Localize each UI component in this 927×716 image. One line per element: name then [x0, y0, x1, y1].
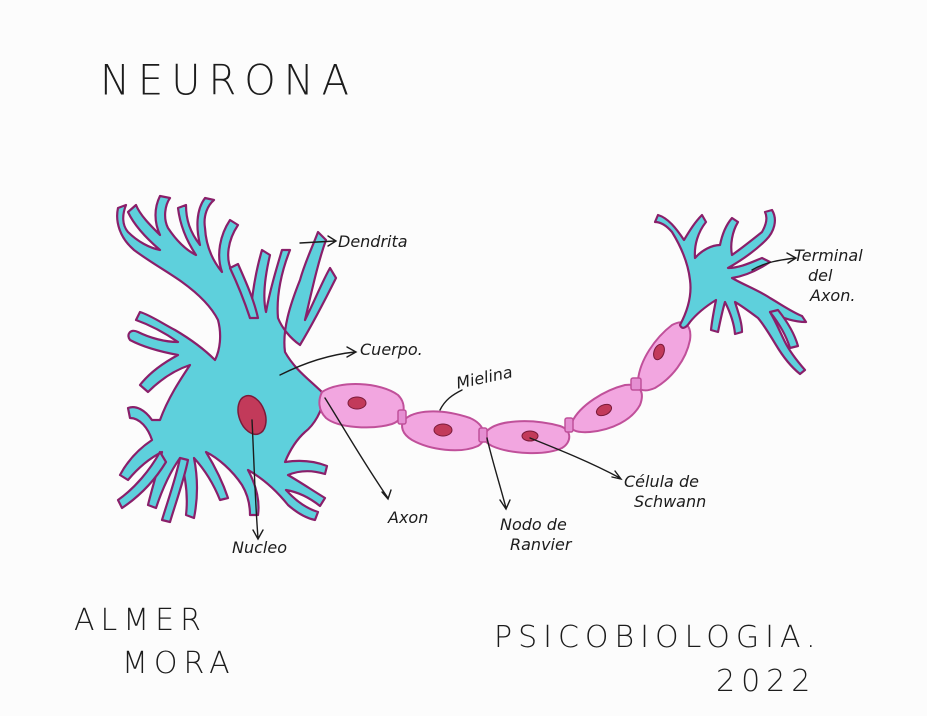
nodes-of-ranvier [397, 377, 642, 443]
label-terminal-line2: del [808, 266, 833, 285]
arrow-dendrita [299, 235, 338, 247]
diagram-title: NEURONA [100, 56, 358, 106]
label-schwann-line1: Célula de [624, 472, 699, 491]
soma-and-dendrites [116, 194, 338, 524]
label-nodo-line2: Ranvier [510, 535, 572, 554]
author-last-name: MORA [122, 646, 236, 681]
label-axon: Axon [388, 508, 429, 527]
arrow-ranvier [486, 437, 511, 511]
label-celula-de-schwann: Célula de Schwann [624, 472, 706, 512]
arrow-mielina [439, 389, 463, 411]
label-nodo-line1: Nodo de [500, 515, 567, 534]
label-dendrita: Dendrita [338, 232, 408, 251]
arrow-nucleo [251, 419, 264, 541]
schwann-cell-5 [636, 321, 692, 392]
author-first-name: ALMER [74, 603, 207, 638]
course-subject: PSICOBIOLOGIA. [494, 620, 822, 655]
label-terminal-del-axon: Terminal del Axon. [794, 246, 874, 306]
arrow-terminal [751, 252, 798, 271]
label-cuerpo: Cuerpo. [360, 340, 423, 359]
arrow-cuerpo [279, 346, 358, 376]
label-nodo-de-ranvier: Nodo de Ranvier [500, 515, 571, 555]
label-arrows [251, 235, 798, 541]
label-terminal-line3: Axon. [810, 286, 856, 305]
label-schwann-line2: Schwann [634, 492, 707, 511]
schwann-nuclei [347, 343, 665, 442]
soma-nucleus [237, 394, 267, 436]
axon-terminal [653, 208, 808, 376]
arrow-axon [324, 397, 392, 501]
course-year: 2022 [716, 664, 817, 699]
label-terminal-line1: Terminal [794, 246, 863, 265]
label-nucleo: Nucleo [232, 538, 287, 557]
arrow-schwann [529, 437, 623, 481]
